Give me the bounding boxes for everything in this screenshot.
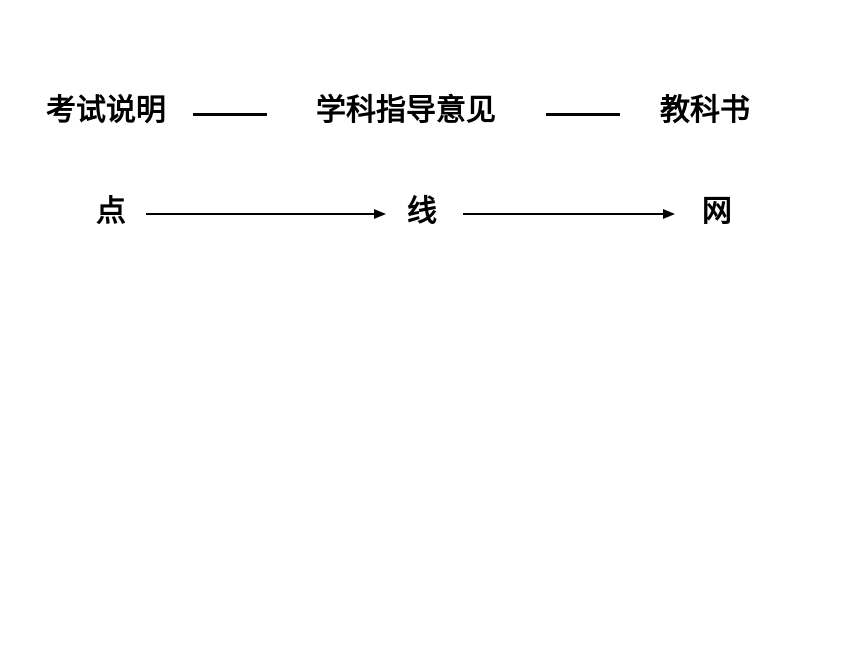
arrow-line-1: [146, 213, 376, 215]
network-label: 网: [702, 194, 732, 229]
arrow-head-2-icon: [663, 209, 675, 219]
subject-guidance-label: 学科指导意见: [316, 93, 496, 128]
textbook-label: 教科书: [660, 93, 750, 128]
arrow-line-2: [463, 213, 665, 215]
dash-connector-2: [546, 113, 620, 116]
arrow-head-1-icon: [374, 209, 386, 219]
dash-connector-1: [193, 113, 267, 116]
point-label: 点: [96, 194, 126, 229]
line-label: 线: [407, 194, 437, 229]
exam-description-label: 考试说明: [46, 93, 166, 128]
